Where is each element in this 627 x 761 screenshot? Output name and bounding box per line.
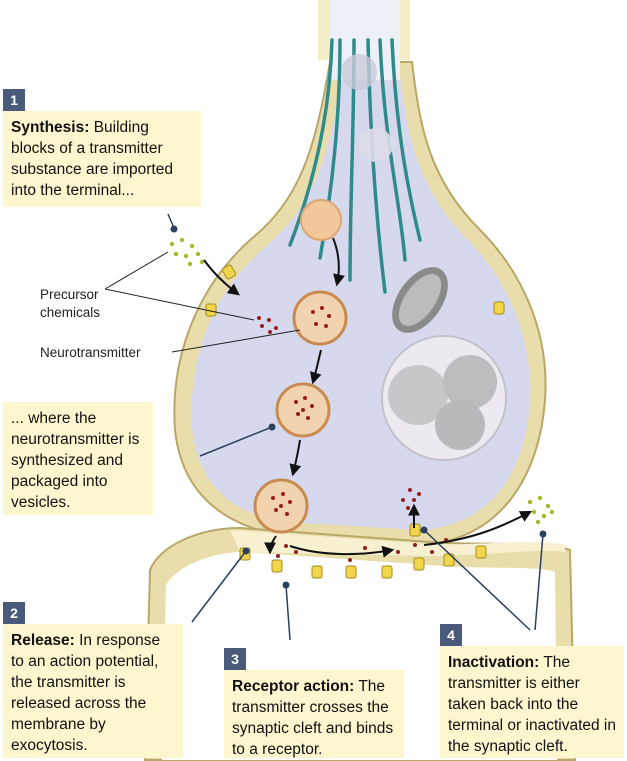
vesicle-empty bbox=[300, 199, 342, 241]
pathway-arrows bbox=[203, 237, 533, 558]
leader-dots bbox=[170, 225, 547, 589]
step-number-1: 1 bbox=[3, 89, 25, 111]
callout-title: Release: bbox=[11, 632, 75, 649]
callout-text: ... where the neurotransmitter is synthe… bbox=[11, 410, 140, 511]
label-precursor-chemicals: Precursor chemicals bbox=[40, 287, 101, 320]
granule bbox=[435, 400, 485, 450]
faint-vesicle bbox=[341, 54, 377, 90]
label-neurotransmitter: Neurotransmitter bbox=[40, 345, 141, 360]
callout-text: In response to an action potential, the … bbox=[11, 632, 161, 754]
receptors bbox=[205, 264, 505, 579]
leader-lines bbox=[167, 213, 544, 641]
callout-inactivation: Inactivation: The transmitter is either … bbox=[440, 646, 624, 758]
callout-title: Inactivation: bbox=[448, 654, 540, 671]
step-number-3: 3 bbox=[224, 648, 246, 670]
granule bbox=[388, 365, 448, 425]
callout-text: The transmitter is either taken back int… bbox=[448, 654, 616, 755]
granule bbox=[443, 355, 497, 409]
callout-release: Release: In response to an action potent… bbox=[3, 624, 183, 758]
step-number-4: 4 bbox=[440, 624, 462, 646]
vesicle-filling bbox=[292, 290, 348, 346]
precursor-dots bbox=[169, 237, 555, 525]
callout-packaging: ... where the neurotransmitter is synthe… bbox=[3, 402, 153, 515]
faint-vesicle bbox=[359, 128, 393, 162]
callout-receptor-action: Receptor action: The transmitter crosses… bbox=[224, 670, 404, 758]
callout-title: Synthesis: bbox=[11, 119, 90, 136]
transmitter-dots bbox=[257, 306, 448, 562]
callout-synthesis: Synthesis: Building blocks of a transmit… bbox=[3, 111, 201, 207]
mitochondrion-inner bbox=[398, 273, 442, 327]
callout-text: Building blocks of a transmitter substan… bbox=[11, 119, 173, 199]
step-number-2: 2 bbox=[3, 602, 25, 624]
label-pointers bbox=[104, 251, 301, 353]
callout-title: Receptor action: bbox=[232, 678, 355, 695]
callout-text: The transmitter crosses the synaptic cle… bbox=[232, 678, 394, 758]
